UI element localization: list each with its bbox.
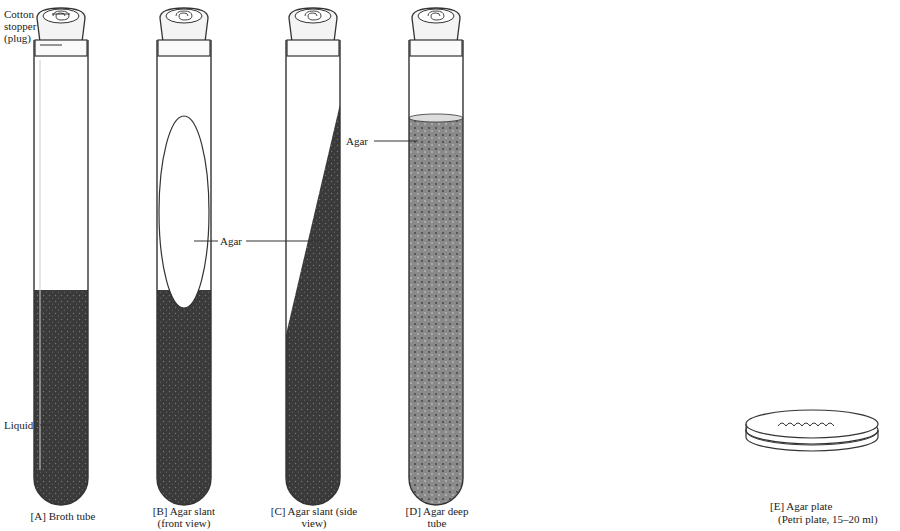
liquid-label: Liquid [4, 419, 40, 431]
stopper-label: Cotton stopper (plug) [4, 8, 50, 44]
tube-caption: [A] Broth tube [18, 510, 108, 522]
tube-caption: [B] Agar slant (front view) [140, 505, 228, 529]
plate-caption: [E] Agar plate [770, 500, 880, 512]
tube-caption: [C] Agar slant (side view) [270, 505, 358, 529]
agar-label: Agar [220, 235, 246, 247]
plate-caption: (Petri plate, 15–20 ml) [778, 513, 896, 525]
agar-label: Agar [346, 135, 374, 147]
tube-caption: [D] Agar deep tube [396, 505, 478, 529]
